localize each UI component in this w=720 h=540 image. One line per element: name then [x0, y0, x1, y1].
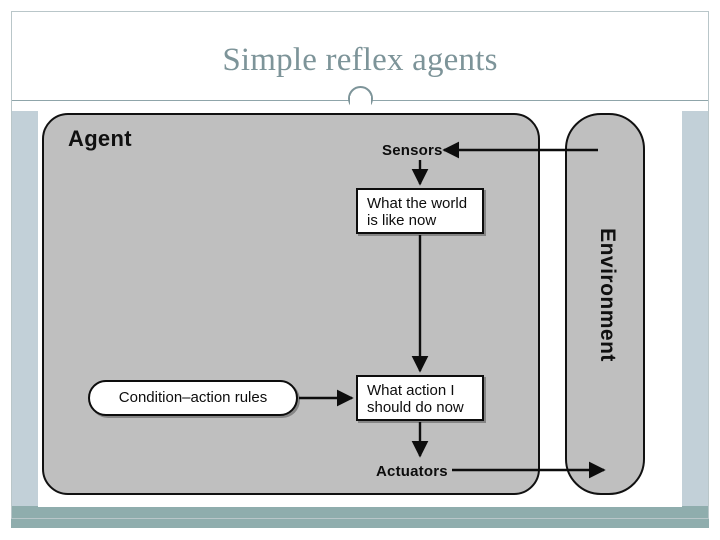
agent-label: Agent — [68, 126, 132, 151]
environment-label: Environment — [596, 228, 619, 362]
action-choice-line-2: should do now — [367, 399, 464, 416]
left-accent-bar — [11, 111, 38, 506]
right-accent-bar — [682, 111, 709, 506]
footer-white-inset — [38, 495, 682, 507]
world-state-line-1: What the world — [367, 195, 468, 212]
condition-action-rules-node: Condition–action rules — [88, 380, 298, 416]
action-choice-line-1: What action I — [367, 382, 455, 399]
circle-ornament-mask — [350, 96, 371, 110]
footer-accent-bar — [11, 506, 709, 528]
sensors-label: Sensors — [382, 142, 443, 159]
action-choice-node: What action I should do now — [356, 375, 484, 421]
agent-architecture-figure: Environment Agent Sensors Actuators What… — [38, 108, 682, 498]
page-title: Simple reflex agents — [222, 42, 498, 78]
actuators-label: Actuators — [376, 463, 448, 480]
environment-container-box: Environment — [565, 113, 645, 495]
world-state-node: What the world is like now — [356, 188, 484, 234]
title-zone: Simple reflex agents — [12, 12, 708, 100]
agent-container-box — [42, 113, 540, 495]
world-state-line-2: is like now — [367, 212, 437, 229]
